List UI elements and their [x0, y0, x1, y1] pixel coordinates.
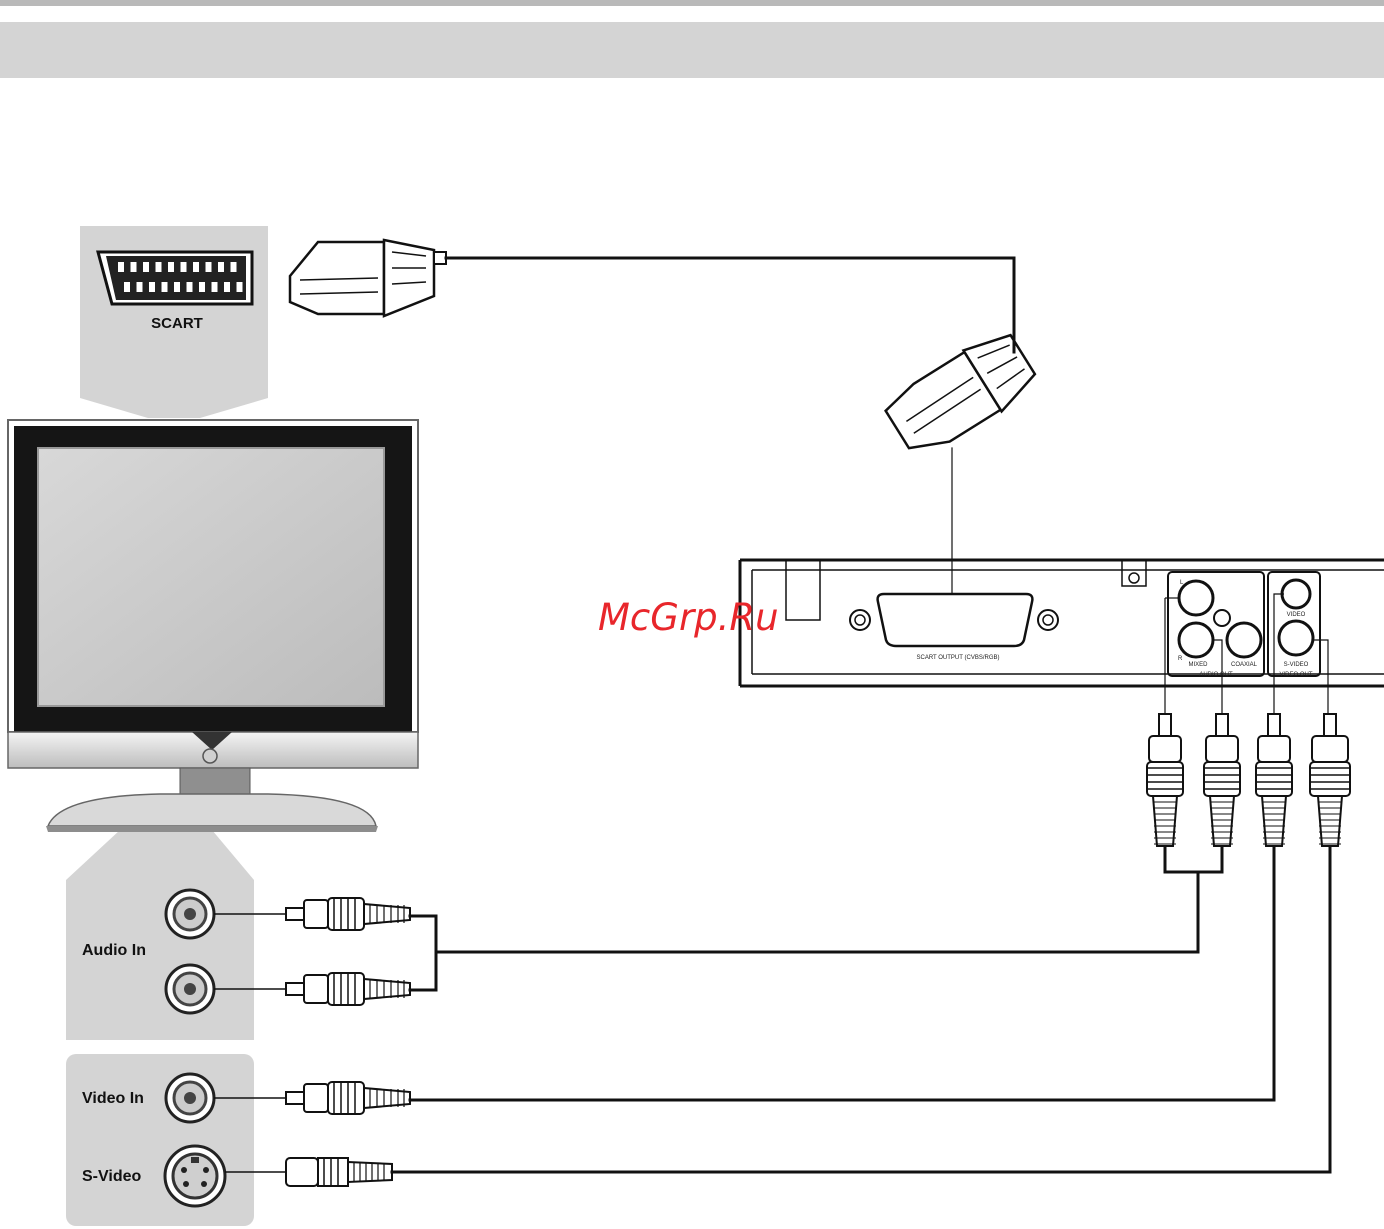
- scart-pin: [168, 262, 174, 272]
- player-plug-audio-left-icon: [1147, 714, 1183, 846]
- audio-cable: [436, 872, 1198, 952]
- cables: [392, 258, 1330, 1172]
- scart-cable: [446, 258, 1014, 352]
- scart-pin: [149, 282, 155, 292]
- watermark: McGrp.Ru: [598, 596, 779, 639]
- scart-pin: [137, 282, 143, 292]
- scart-pin: [237, 282, 243, 292]
- audio-out-label: AUDIO OUT: [1199, 672, 1233, 678]
- scart-pin: [193, 262, 199, 272]
- s-video-label: S-Video: [82, 1168, 142, 1185]
- mixed-label: MIXED: [1188, 662, 1208, 668]
- scart-pin: [218, 262, 224, 272]
- rca-plug-audio-right-icon: [286, 973, 410, 1005]
- coaxial-label: COAXIAL: [1231, 662, 1258, 668]
- scart-pin: [224, 282, 230, 292]
- tv-scart-socket-icon: [98, 252, 252, 304]
- svideo-cable: [392, 846, 1330, 1172]
- player-plug-video-icon: [1256, 714, 1292, 846]
- svideo-panel-label: S-VIDEO: [1284, 662, 1309, 668]
- audio-cable-tv-side: [410, 916, 436, 990]
- scart-pin: [212, 282, 218, 292]
- scart-pin: [231, 262, 237, 272]
- svideo-plug-icon: [286, 1158, 392, 1186]
- audio-in-label: Audio In: [82, 942, 146, 959]
- tv-icon: [8, 420, 418, 832]
- tv-svideo-jack-icon: [165, 1146, 225, 1206]
- player-plug-audio-right-icon: [1204, 714, 1240, 846]
- tv-audio-jack-right-icon: [166, 965, 214, 1013]
- scart-pin: [118, 262, 124, 272]
- scart-pin: [156, 262, 162, 272]
- scart-pin: [131, 262, 137, 272]
- video-out-label: VIDEO OUT: [1279, 672, 1312, 678]
- scart-pin: [162, 282, 168, 292]
- scart-output-label: SCART OUTPUT (CVBS/RGB): [916, 655, 999, 661]
- scart-pin: [124, 282, 130, 292]
- player-plugs: [1147, 714, 1350, 846]
- scart-pin: [206, 262, 212, 272]
- scart-pin: [187, 282, 193, 292]
- scart-pin: [174, 282, 180, 292]
- video-in-label: Video In: [82, 1090, 144, 1107]
- scart-pin: [143, 262, 149, 272]
- scart-label: SCART: [151, 315, 203, 332]
- tv-video-jack-icon: [166, 1074, 214, 1122]
- scart-pin: [199, 282, 205, 292]
- rca-plug-audio-left-icon: [286, 898, 410, 930]
- scart-plug-player-icon: [880, 325, 1042, 463]
- player-plug-svideo-icon: [1310, 714, 1350, 846]
- video-callout-panel: [66, 1054, 254, 1226]
- audio-cable-player-side: [1165, 846, 1222, 872]
- scart-pin: [181, 262, 187, 272]
- tv-audio-jack-left-icon: [166, 890, 214, 938]
- video-cable: [410, 846, 1274, 1100]
- audio-callout-panel: [66, 830, 254, 1040]
- scart-plug-tv-icon: [290, 240, 446, 316]
- audio-r-label: R: [1178, 656, 1183, 662]
- video-label: VIDEO: [1287, 612, 1306, 618]
- rca-plug-video-icon: [286, 1082, 410, 1114]
